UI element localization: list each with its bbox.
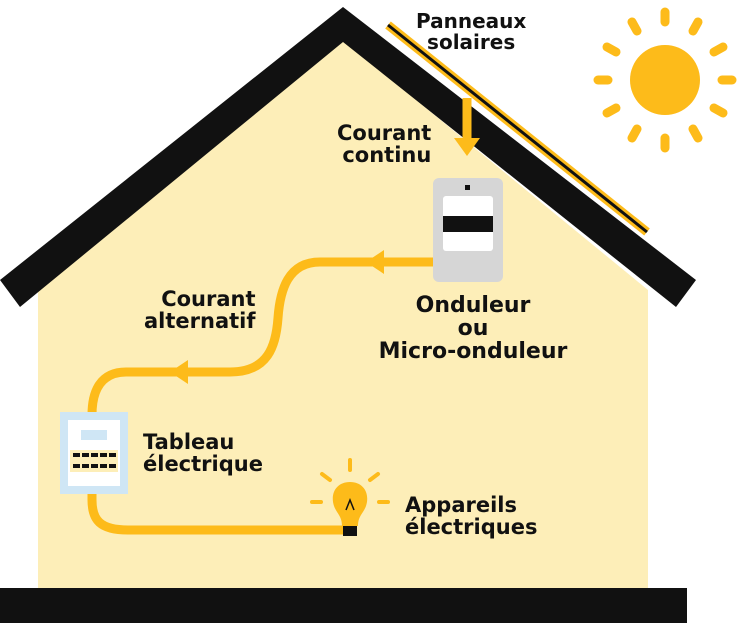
label-inverter: Onduleur ou Micro-onduleur <box>378 293 568 365</box>
ac-wire <box>87 257 438 535</box>
ac-arrow-1 <box>366 250 384 274</box>
label-alternating-current: Courant alternatif <box>144 287 256 334</box>
ac-arrow-2 <box>170 360 188 384</box>
label-direct-current: Courant continu <box>337 121 432 168</box>
label-appliances: Appareils électriques <box>405 493 538 540</box>
dc-flow-arrow <box>454 98 480 156</box>
electrical-panel-icon <box>60 412 128 494</box>
inverter-icon <box>433 178 503 282</box>
light-bulb-icon <box>310 458 390 536</box>
label-solar-panels: Panneaux solaires <box>416 9 527 54</box>
solar-panel-icon <box>385 21 650 236</box>
ground <box>0 588 687 623</box>
label-electrical-board: Tableau électrique <box>143 430 263 477</box>
sun-icon <box>593 7 737 153</box>
house-wall <box>38 40 648 590</box>
